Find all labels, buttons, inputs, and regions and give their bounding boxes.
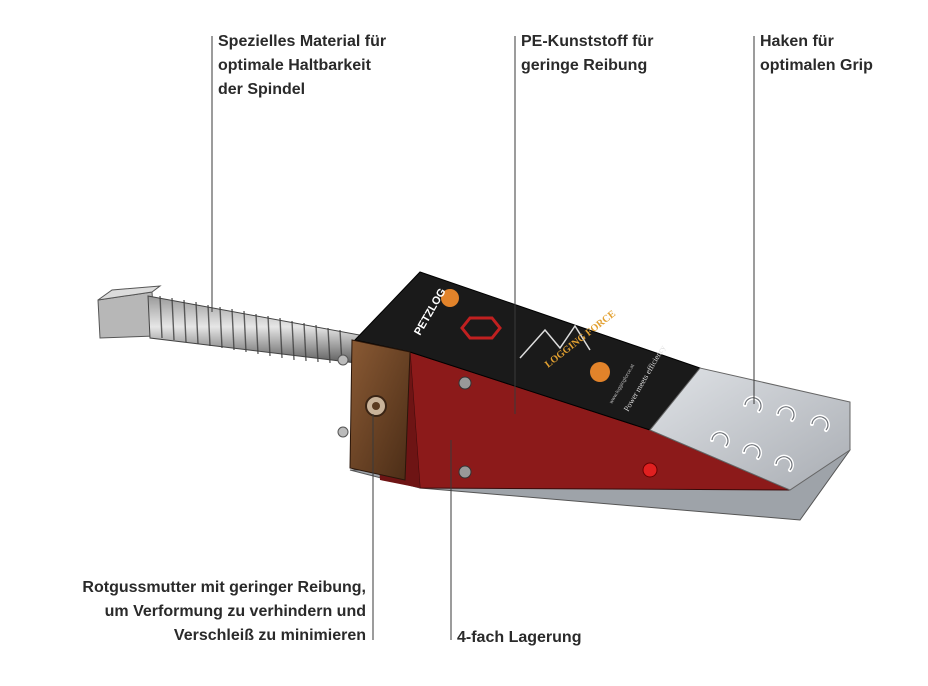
callout-lagerung: 4-fach Lagerung xyxy=(457,626,581,650)
callout-haken-line-2: optimalen Grip xyxy=(760,57,873,74)
callout-haken-line-1: Haken für xyxy=(760,33,834,50)
bronze-nut xyxy=(337,339,411,481)
callout-pe-line-2: geringe Reibung xyxy=(521,57,648,74)
callout-material-line-1: Spezielles Material für xyxy=(218,33,387,50)
callout-rotguss-line-1: Rotgussmutter mit geringer Reibung, xyxy=(82,579,366,596)
callout-material: Spezielles Material für optimale Haltbar… xyxy=(218,30,386,102)
callout-material-line-3: der Spindel xyxy=(218,81,306,98)
top-plate xyxy=(649,367,851,491)
callout-rotguss-line-3: Verschleiß zu minimieren xyxy=(173,627,366,644)
callout-pe-line-1: PE-Kunststoff für xyxy=(521,33,654,50)
callout-material-line-2: optimale Haltbarkeit xyxy=(218,57,371,74)
callout-lagerung-line-1: 4-fach Lagerung xyxy=(457,629,582,646)
callout-pe: PE-Kunststoff für geringe Reibung xyxy=(521,30,653,78)
callout-rotguss-line-2: um Verformung zu verhindern und xyxy=(104,603,366,620)
callout-haken: Haken für optimalen Grip xyxy=(760,30,873,78)
spindle xyxy=(97,285,366,365)
callout-rotguss: Rotgussmutter mit geringer Reibung, um V… xyxy=(82,576,366,648)
brand-logo-graphic xyxy=(441,289,610,382)
